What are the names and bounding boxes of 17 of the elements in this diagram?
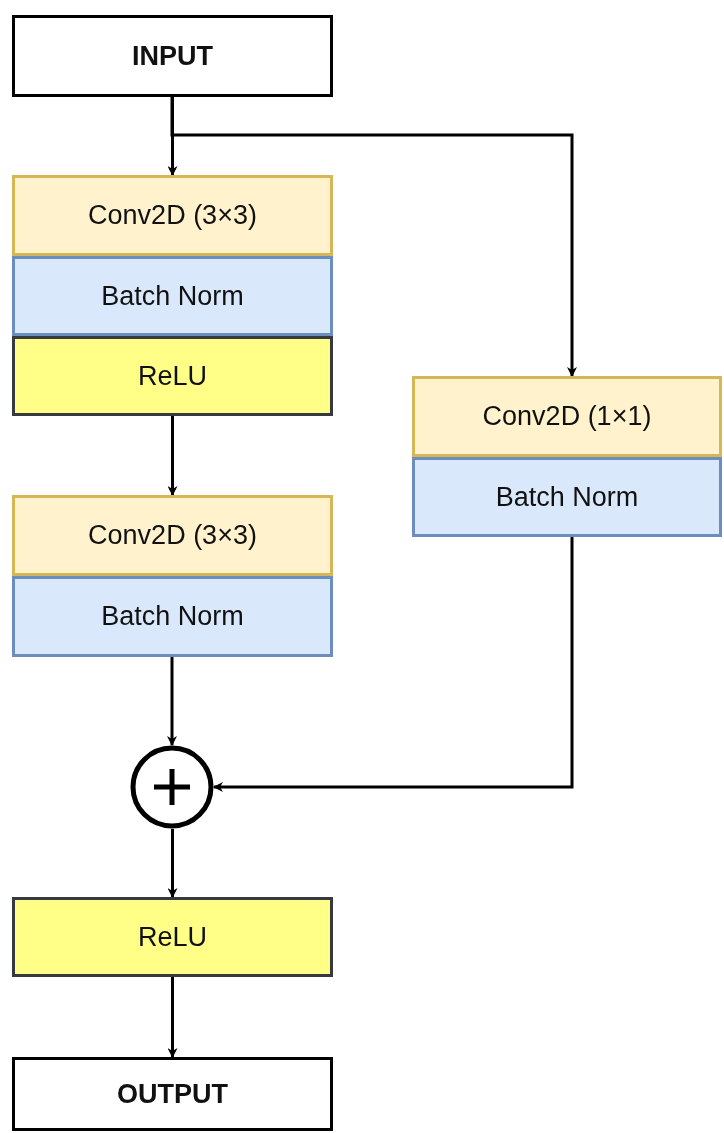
batch-norm-box: Batch Norm [412, 457, 722, 537]
arrow [170, 97, 577, 377]
conv-layer-box: Conv2D (3×3) [12, 495, 333, 576]
arrow [167, 416, 178, 496]
arrow [167, 977, 178, 1058]
relu-box: ReLU [12, 897, 333, 977]
arrow [167, 657, 177, 746]
conv-layer-box: Conv2D (3×3) [12, 175, 333, 256]
batch-norm-box: Batch Norm [12, 576, 333, 657]
arrow [213, 537, 574, 792]
conv-layer-box: Conv2D (1×1) [412, 376, 722, 457]
io-box: INPUT [12, 15, 333, 97]
sum-circle-icon [130, 745, 214, 829]
relu-box: ReLU [12, 336, 333, 416]
io-box: OUTPUT [12, 1057, 333, 1131]
batch-norm-box: Batch Norm [12, 256, 333, 336]
arrow [167, 829, 178, 898]
